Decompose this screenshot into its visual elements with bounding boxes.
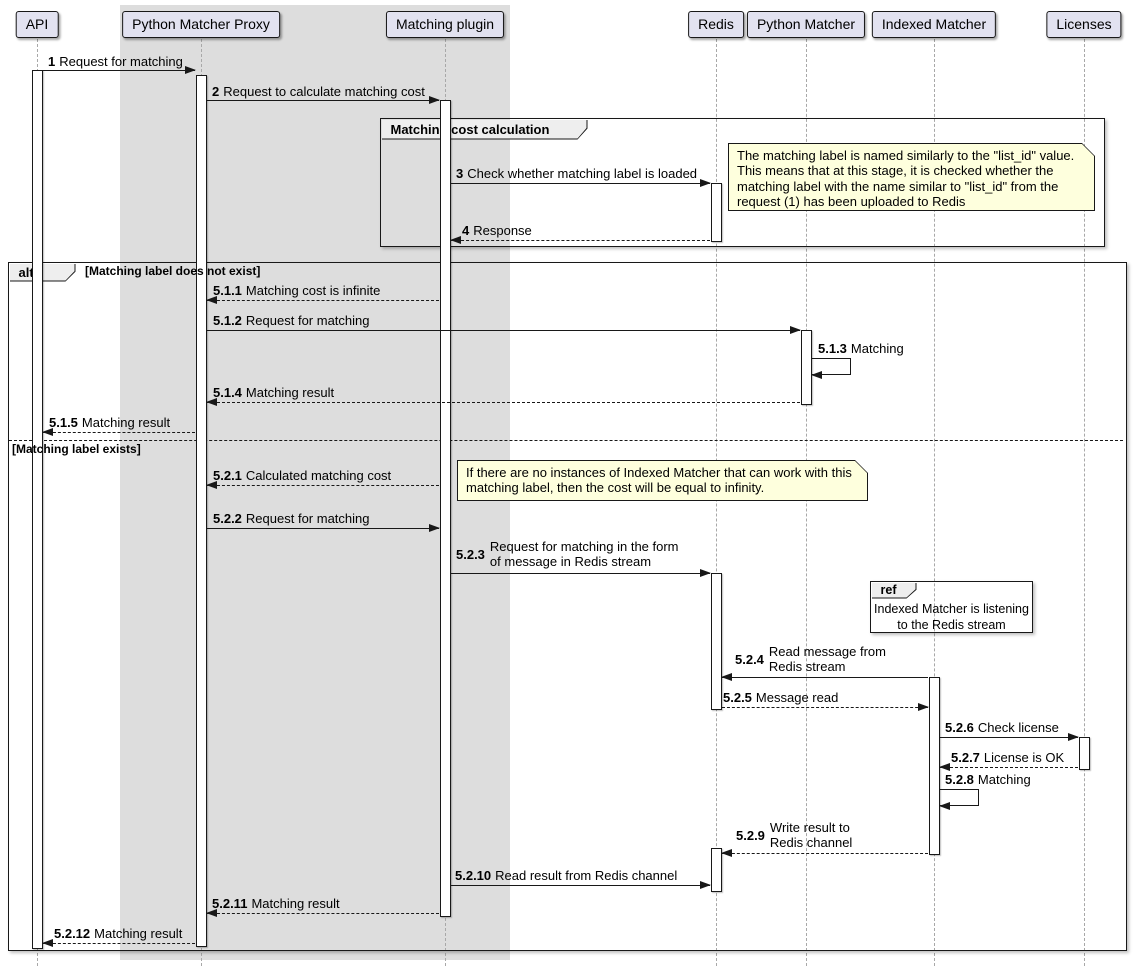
arrowhead [450,236,461,244]
fragment-ref-header: ref [872,583,917,599]
message-5-1-4-arrow [206,398,800,406]
participant-indexed-matcher: Indexed Matcher [871,11,997,38]
arrowhead [42,428,53,436]
message-5-1-5-arrow [42,428,195,436]
participant-python-matcher: Python Matcher [746,11,866,38]
lifeline-redis [716,39,717,966]
arrowhead [700,881,711,889]
participant-matching-plugin: Matching plugin [385,11,505,38]
arrowhead [700,569,711,577]
message-4-arrow [450,236,710,244]
fragment-ref-keyword: ref [880,582,897,597]
arrowhead [429,524,440,532]
message-5-2-2-arrow [207,524,440,532]
arrowhead [206,481,217,489]
message-5-2-3-arrow [451,569,711,577]
message-5-2-7-arrow [939,763,1078,771]
fragment-matching-cost-title: Matching cost calculation [390,121,550,137]
participant-licenses: Licenses [1046,11,1122,38]
arrowhead [206,296,217,304]
participant-python-matcher-proxy: Python Matcher Proxy [122,11,280,38]
message-1-arrow [43,66,196,74]
message-3-arrow [451,179,711,187]
arrowhead [939,763,950,771]
fragment-alt-keyword: alt [18,264,34,280]
lifeline-indexed-matcher [934,39,935,966]
arrowhead [42,939,53,947]
activation-python-matcher [801,330,812,405]
message-5-2-12-arrow [42,939,195,947]
arrowhead [700,179,711,187]
arrowhead [429,96,440,104]
lifeline-licenses [1084,39,1085,966]
fragment-ref: Indexed Matcher is listening to the Redi… [870,581,1033,633]
message-5-2-9-arrow [721,849,928,857]
note-list-id: The matching label is named similarly to… [728,143,1095,211]
fragment-alt [8,262,1127,951]
activation-api [32,70,43,949]
arrowhead [721,849,732,857]
alt-condition-exists: [Matching label exists] [12,442,141,456]
fragment-matching-cost-group [380,118,1105,247]
arrowhead [185,66,196,74]
arrowhead [206,398,217,406]
arrowhead [811,371,822,379]
message-5-1-2-arrow [207,326,801,334]
activation-matching-plugin [440,100,451,917]
message-5-2-1-arrow [206,481,439,489]
message-5-2-10-arrow [451,881,711,889]
message-5-2-11-arrow [206,909,439,917]
participant-redis: Redis [688,11,744,38]
message-5-2-5-arrow [722,703,929,711]
activation-redis-3 [711,848,722,892]
message-5-1-1-arrow [206,296,439,304]
message-5-1-3-self-arrow [811,358,851,379]
arrowhead [939,802,950,810]
message-5-2-6-arrow [940,733,1079,741]
arrowhead [206,909,217,917]
message-5-2-8-self-arrow [939,789,979,810]
activation-python-matcher-proxy [196,75,207,947]
arrowhead [790,326,801,334]
arrowhead [1068,733,1079,741]
participant-api: API [15,11,59,38]
activation-redis-1 [711,183,722,242]
note-infinity: If there are no instances of Indexed Mat… [457,460,868,501]
activation-redis-2 [711,573,722,710]
ref-text: Indexed Matcher is listening to the Redi… [874,602,1029,632]
message-2-arrow [207,96,440,104]
alt-divider [9,440,1123,441]
arrowhead [721,673,732,681]
alt-condition-not-exist: [Matching label does not exist] [85,264,261,278]
fragment-matching-cost-header: Matching cost calculation [382,120,588,140]
message-5-2-4-arrow [721,673,928,681]
activation-licenses [1079,737,1090,770]
arrowhead [918,703,929,711]
lifeline-python-matcher [806,39,807,966]
